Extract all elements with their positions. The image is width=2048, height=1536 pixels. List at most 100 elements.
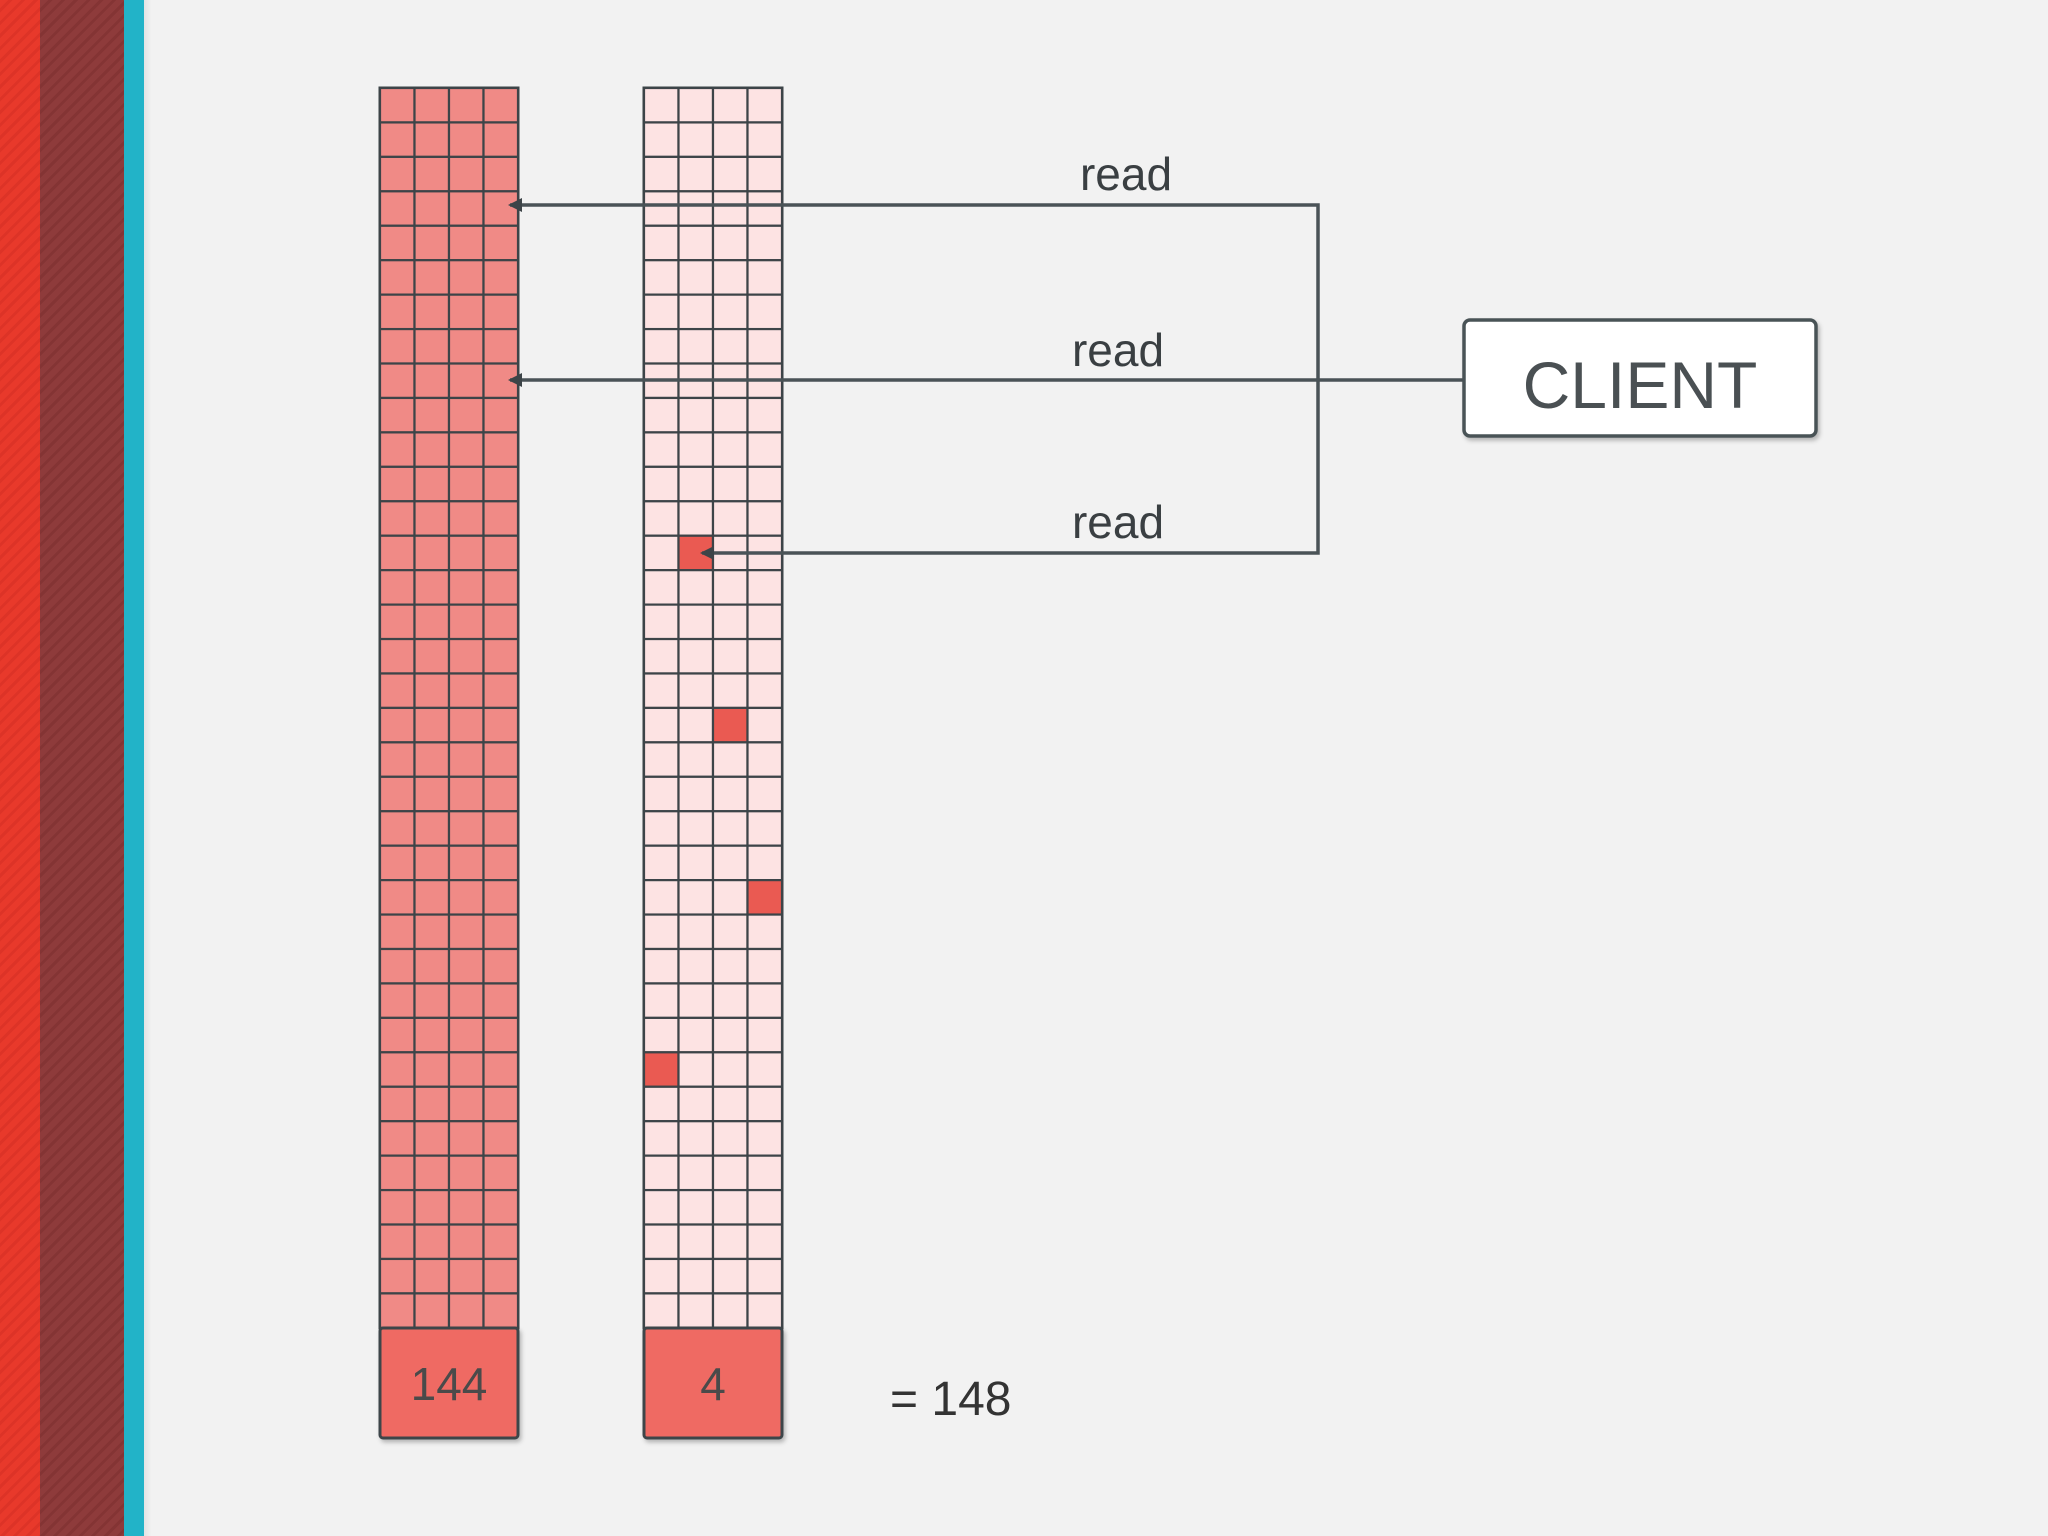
grid-cell (447, 1257, 485, 1295)
stripe-shadow (144, 0, 152, 1536)
grid-cell (482, 569, 520, 606)
grid-cell (413, 259, 451, 296)
grid-cell-filled (711, 706, 749, 744)
grid-cell (677, 982, 715, 1019)
grid-cell (642, 190, 680, 227)
grid-cell (746, 741, 784, 778)
sparse-column-footer: 4 (642, 1326, 784, 1440)
grid-cell (746, 810, 784, 847)
grid-cell (378, 810, 416, 847)
grid-cell (378, 465, 416, 503)
grid-cell (746, 396, 784, 434)
grid-cell (746, 121, 784, 158)
grid-cell (378, 844, 416, 882)
grid-cell (447, 672, 485, 710)
grid-cell (447, 190, 485, 227)
grid-cell (378, 879, 416, 916)
grid-cell (482, 637, 520, 675)
grid-cell (413, 500, 451, 537)
grid-cell (642, 1085, 680, 1123)
grid-cell (447, 121, 485, 158)
grid-cell (413, 121, 451, 158)
grid-cell (413, 224, 451, 262)
grid-cell (642, 706, 680, 744)
grid-cell (378, 672, 416, 710)
grid-cell (711, 741, 749, 778)
grid-cell (482, 1154, 520, 1192)
grid-cell (413, 1223, 451, 1261)
grid-cell (413, 913, 451, 951)
sparse-column-count-box (642, 1326, 784, 1440)
grid-cell (482, 1257, 520, 1295)
grid-cell (642, 1016, 680, 1054)
grid-cell (378, 1016, 416, 1054)
grid-cell (378, 706, 416, 744)
grid-cell (711, 879, 749, 916)
grid-cell (642, 844, 680, 882)
grid-cell (482, 1085, 520, 1123)
grid-cell (677, 465, 715, 503)
grid-cell (447, 741, 485, 778)
grid-cell (413, 844, 451, 882)
grid-cell (378, 396, 416, 434)
grid-cell (642, 259, 680, 296)
grid-cell (746, 500, 784, 537)
grid-cell (413, 1154, 451, 1192)
grid-cell (482, 534, 520, 572)
grid-cell (378, 1120, 416, 1157)
grid-cell (482, 1051, 520, 1088)
grid-cell (378, 86, 416, 124)
grid-cell (447, 327, 485, 365)
grid-cell (413, 1051, 451, 1088)
grid-cell (677, 1257, 715, 1295)
grid-cell (677, 913, 715, 951)
grid-cell (677, 121, 715, 158)
grid-cell (413, 810, 451, 847)
grid-cell (711, 672, 749, 710)
grid-cell (677, 500, 715, 537)
grid-cell (413, 1016, 451, 1054)
grid-cell (677, 569, 715, 606)
grid-cell (413, 431, 451, 468)
grid-cell (378, 293, 416, 331)
grid-cell (447, 431, 485, 468)
grid-cell-filled (746, 879, 784, 916)
grid-cell (482, 224, 520, 262)
grid-cell (378, 362, 416, 400)
grid-cell (711, 396, 749, 434)
grid-cell (378, 155, 416, 193)
grid-cell (413, 706, 451, 744)
grid-cell (711, 190, 749, 227)
grid-cell (746, 431, 784, 468)
grid-cell (378, 224, 416, 262)
full-column-count: 144 (411, 1358, 488, 1410)
grid-cell (746, 775, 784, 813)
grid-cell (482, 1223, 520, 1261)
grid-cell (677, 672, 715, 710)
grid-cell (642, 1188, 680, 1226)
grid-cell (677, 259, 715, 296)
grid-cell (482, 121, 520, 158)
grid-cell (482, 327, 520, 365)
grid-cell (447, 1223, 485, 1261)
grid-cell (677, 879, 715, 916)
grid-cell (746, 947, 784, 985)
grid-cell (378, 534, 416, 572)
grid-cell (413, 775, 451, 813)
grid-cell (746, 293, 784, 331)
grid-cell (447, 947, 485, 985)
full-column-cells (378, 86, 520, 1330)
grid-cell (711, 224, 749, 262)
grid-cell (447, 500, 485, 537)
grid-cell (746, 224, 784, 262)
grid-cell (642, 1223, 680, 1261)
client-node: CLIENT (1462, 318, 1818, 438)
grid-cell (378, 1051, 416, 1088)
grid-cell (378, 947, 416, 985)
grid-cell (413, 362, 451, 400)
grid-cell (711, 500, 749, 537)
grid-cell (677, 741, 715, 778)
grid-cell (413, 155, 451, 193)
grid-cell (447, 569, 485, 606)
